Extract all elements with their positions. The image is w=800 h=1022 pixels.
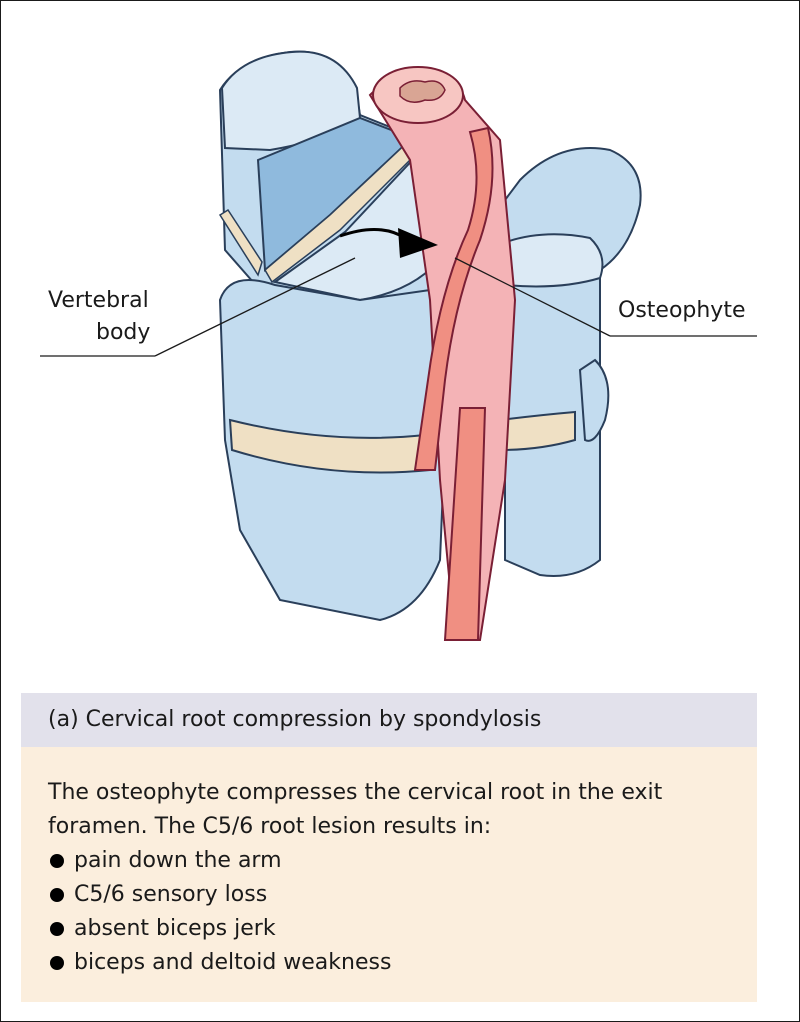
osteophyte-label: Osteophyte [618,298,746,323]
lower-vertebra [218,208,447,622]
osteophyte-leader [454,257,611,337]
caption-intro-line2: foramen. The C5/6 root lesion results in… [48,814,492,839]
compression-arrow [339,227,438,258]
list-item: absent biceps jerk [48,912,748,946]
caption-text: The osteophyte compresses the cervical r… [48,776,748,980]
list-item: pain down the arm [48,844,748,878]
upper-vertebra [218,50,449,332]
caption-intro-line1: The osteophyte compresses the cervical r… [48,780,663,805]
caption-header [21,693,757,747]
spine-illustration [40,50,757,641]
list-item: C5/6 sensory loss [48,878,748,912]
caption-body [21,747,757,1002]
right-vertebra [496,147,642,577]
caption-title: (a) Cervical root compression by spondyl… [48,707,542,732]
nerve-root [413,126,494,641]
symptom-list: pain down the arm C5/6 sensory loss abse… [48,844,748,980]
vertebral-body-label-line1: Vertebral [48,288,149,313]
vertebral-body-leader [154,257,356,357]
vertebral-body-label-line2: body [96,320,151,345]
list-item: biceps and deltoid weakness [48,946,748,980]
